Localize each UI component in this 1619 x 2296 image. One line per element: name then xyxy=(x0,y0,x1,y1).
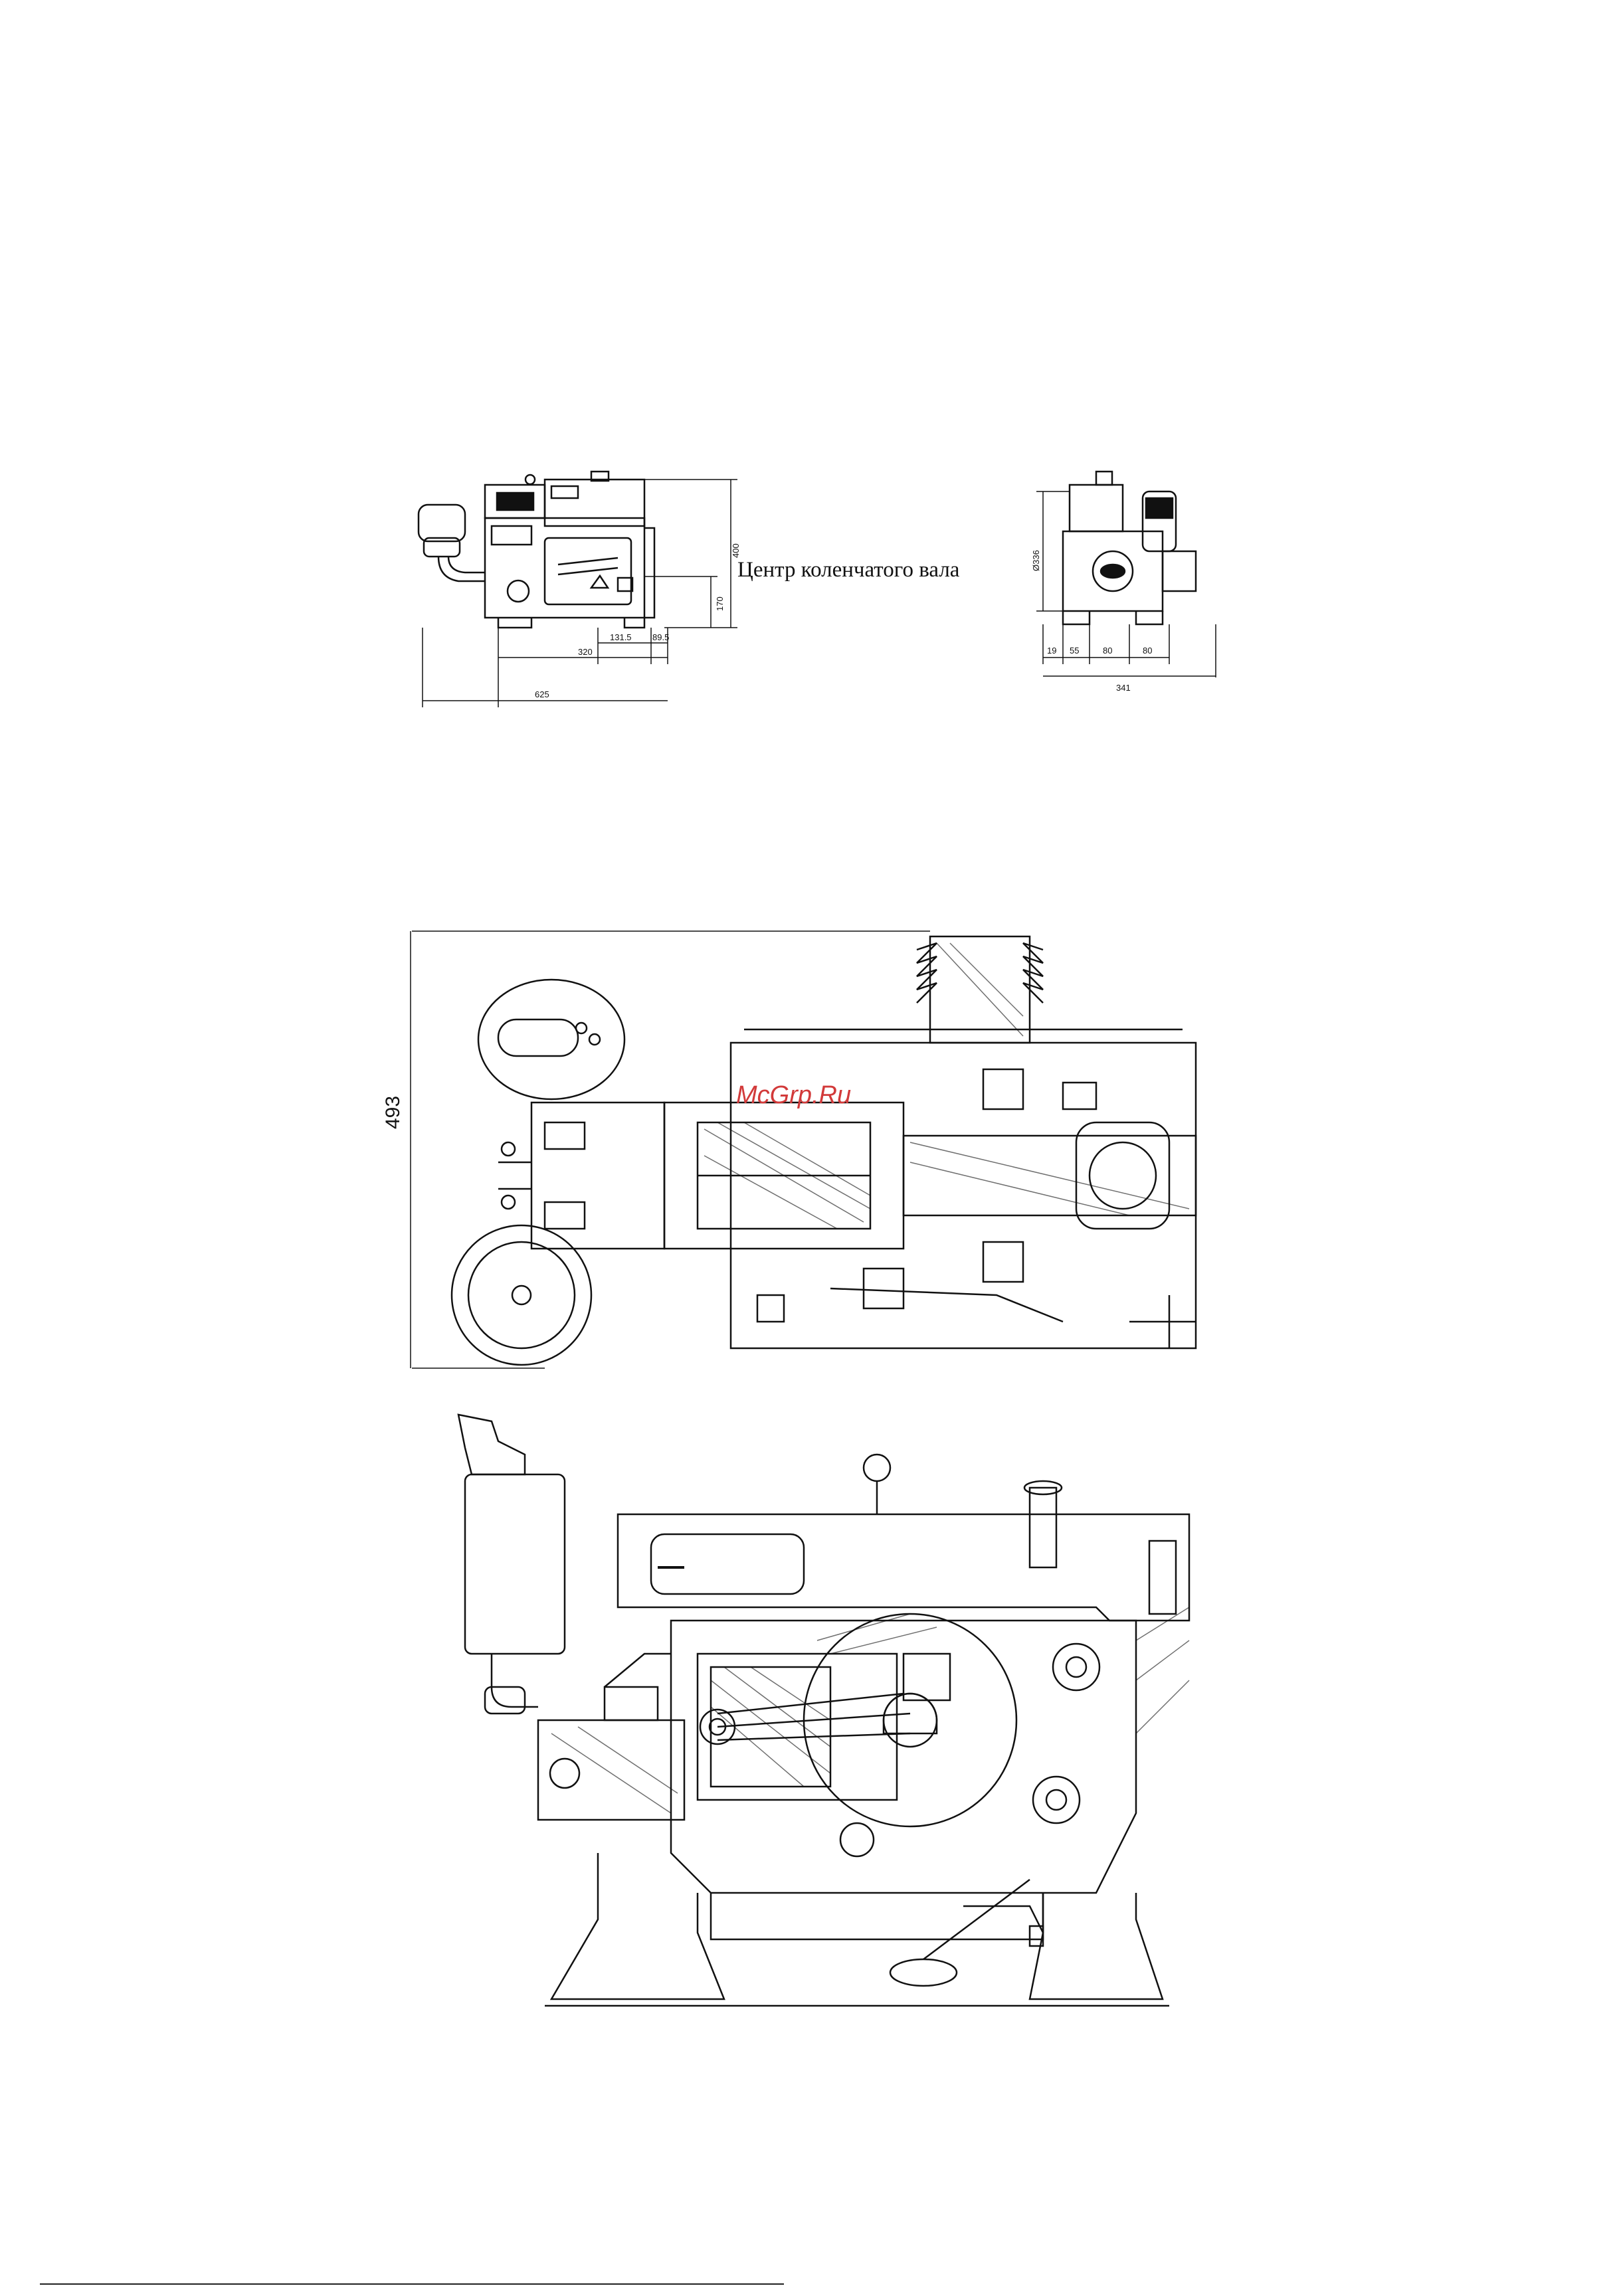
dim-341: 341 xyxy=(1116,683,1131,693)
dimension-493: 493 xyxy=(382,1096,405,1129)
engine-side-view: 400 170 320 131.5 89.5 625 xyxy=(399,465,744,711)
engine-side-section-view xyxy=(445,1401,1209,2032)
dim-80-a: 80 xyxy=(1103,646,1112,656)
engine-front-view: Ø336 19 55 80 80 341 xyxy=(1016,465,1242,704)
watermark-text: McGrp.Ru xyxy=(736,1081,851,1110)
dim-320: 320 xyxy=(578,647,593,657)
dim-625: 625 xyxy=(535,689,549,699)
dim-131-5: 131.5 xyxy=(610,632,632,642)
dim-19: 19 xyxy=(1047,646,1056,656)
dim-400: 400 xyxy=(731,543,741,558)
dim-d336: Ø336 xyxy=(1031,550,1041,571)
dim-55: 55 xyxy=(1070,646,1079,656)
engine-plan-section-view xyxy=(399,923,1209,1388)
dim-89-5: 89.5 xyxy=(652,632,669,642)
dim-170: 170 xyxy=(715,596,725,611)
dim-80-b: 80 xyxy=(1143,646,1152,656)
footer-rule xyxy=(40,2283,784,2285)
crankshaft-center-label: Центр коленчатого вала xyxy=(737,558,959,582)
